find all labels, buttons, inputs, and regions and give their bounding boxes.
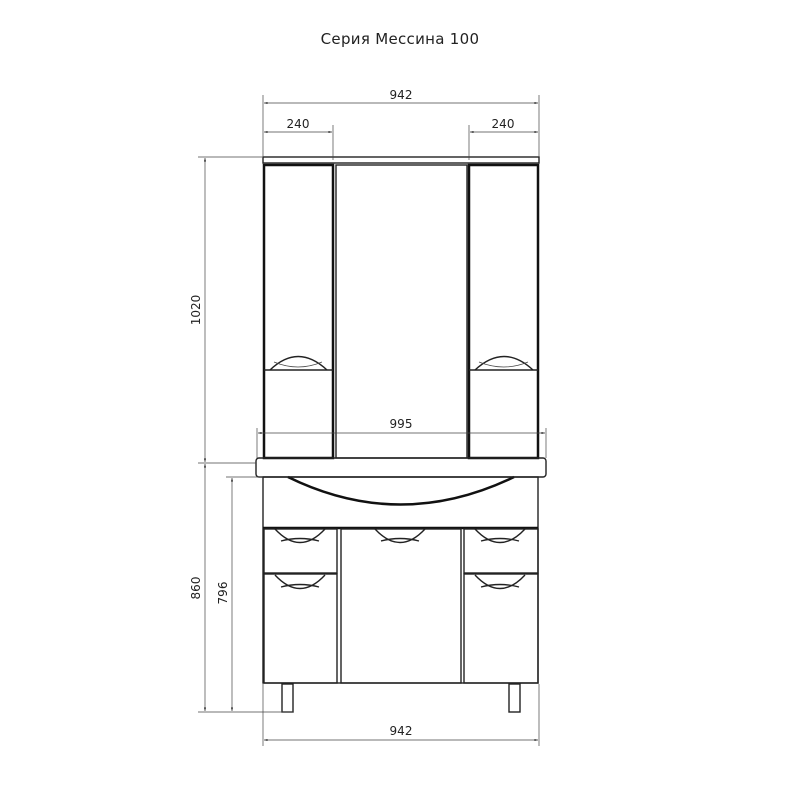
right-cabinet-handle — [474, 355, 534, 371]
dimension-lines — [198, 95, 547, 746]
left-leg — [281, 683, 294, 713]
drawing-title: Серия Мессина 100 — [320, 30, 480, 48]
center-mirror — [335, 164, 468, 459]
dim-mirror-height: 1020 — [189, 295, 203, 326]
vanity-cabinet — [262, 476, 539, 713]
right-bottom-door — [463, 573, 539, 684]
left-top-drawer — [263, 528, 338, 574]
dim-vanity-total-height: 860 — [189, 577, 203, 600]
drawer-handles — [274, 528, 526, 590]
left-bottom-door — [263, 573, 338, 684]
left-tall-cabinet — [262, 163, 335, 460]
dim-right-cabinet-width: 240 — [492, 117, 515, 131]
dim-sink-width: 995 — [390, 417, 413, 431]
dim-vanity-width: 942 — [390, 724, 413, 738]
left-cabinet-handle — [269, 355, 328, 371]
mirror-cabinet — [262, 156, 540, 460]
sink — [255, 457, 547, 506]
center-door — [340, 528, 462, 684]
dim-vanity-body-height: 796 — [216, 582, 230, 605]
right-tall-cabinet — [467, 163, 540, 460]
dim-left-cabinet-width: 240 — [287, 117, 310, 131]
right-top-drawer — [463, 528, 539, 574]
right-leg — [508, 683, 521, 713]
sink-bowl-curve — [287, 475, 515, 506]
dim-mirror-width: 942 — [390, 88, 413, 102]
